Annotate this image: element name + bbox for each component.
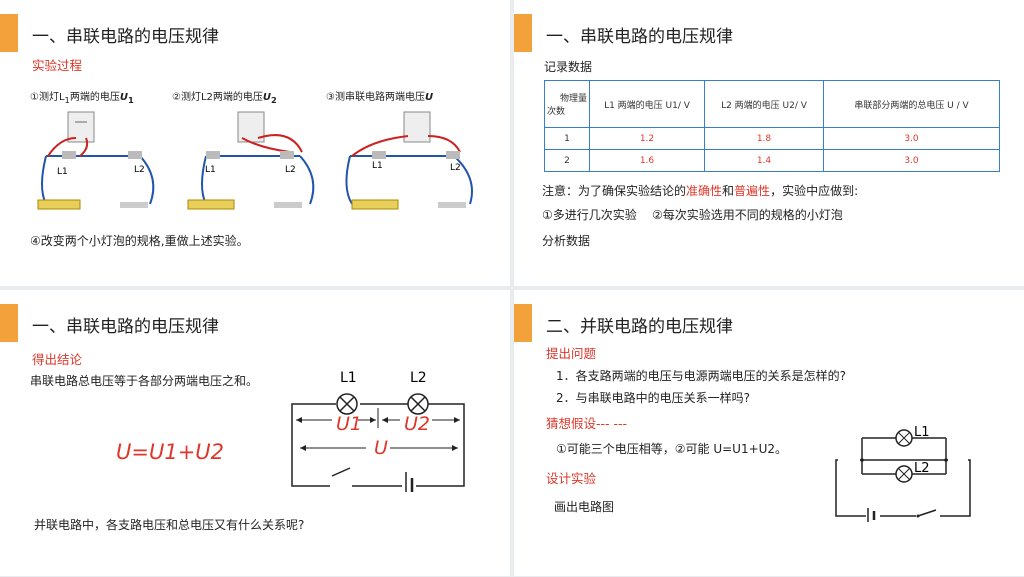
accent-bar [514, 14, 532, 52]
battery-icon [351, 199, 399, 210]
question-2: 2．与串联电路中的电压关系一样吗? [556, 391, 751, 405]
question-text: 并联电路中，各支路电压和总电压又有什么关系呢? [34, 518, 305, 532]
switch-icon [917, 509, 937, 517]
step-3: ③测串联电路两端电压U [326, 92, 434, 103]
lamp-label: L2 [450, 163, 461, 173]
battery-icon [187, 199, 235, 210]
table-header: L1 两端的电压 U1/ V [589, 80, 705, 128]
section-label: 猜想假设--- --- [546, 416, 628, 431]
step-2: ②测灯L2两端的电压U2 [172, 92, 277, 105]
voltage-label: U1 [336, 413, 362, 435]
data-table: 物理量次数 L1 两端的电压 U1/ V L2 两端的电压 U2/ V 串联部分… [544, 80, 1000, 172]
lamp-icon [206, 151, 220, 159]
accent-bar [0, 14, 18, 52]
switch-icon [331, 467, 351, 477]
table-header: L2 两端的电压 U2/ V [704, 80, 824, 128]
analyze-label: 分析数据 [542, 234, 591, 248]
slide-title: 二、并联电路的电压规律 [546, 317, 733, 337]
voltmeter-icon [403, 111, 431, 143]
lamp-label: L1 [340, 370, 357, 386]
slide-title: 一、串联电路的电压规律 [32, 27, 219, 47]
voltage-label: U2 [404, 413, 430, 435]
conclusion-text: 串联电路总电压等于各部分两端电压之和。 [30, 374, 259, 388]
lamp-label: L1 [914, 425, 930, 440]
voltage-label: U [374, 437, 388, 459]
step-1: ①测灯L1两端的电压U1 [30, 92, 134, 105]
table-header: 串联部分两端的总电压 U / V [823, 80, 1000, 128]
slide-series-process[interactable]: 一、串联电路的电压规律 实验过程 ①测灯L1两端的电压U1 ②测灯L2两端的电压… [0, 0, 510, 286]
lamp-label: L1 [205, 165, 216, 175]
footer-text: ④改变两个小灯泡的规格,重做上述实验。 [30, 234, 249, 248]
experiment-diagrams: L1 L2 L1 L2 [37, 111, 473, 210]
lamp-icon [446, 151, 460, 159]
lamp-icon [128, 151, 142, 159]
switch-icon [120, 202, 148, 208]
slide-title: 一、串联电路的电压规律 [32, 317, 219, 337]
parallel-circuit-diagram: L1 L2 [835, 425, 971, 522]
switch-icon [274, 202, 302, 208]
slide-title: 一、串联电路的电压规律 [546, 27, 733, 47]
hypothesis-text: ①可能三个电压相等，②可能 U=U1+U2。 [556, 442, 788, 456]
question-1: 1．各支路两端的电压与电源两端电压的关系是怎样的? [556, 369, 847, 383]
lamp-label: L2 [134, 165, 145, 175]
slide-conclusion[interactable]: 一、串联电路的电压规律 得出结论 串联电路总电压等于各部分两端电压之和。 U=U… [0, 290, 510, 576]
lamp-label: L2 [285, 165, 296, 175]
switch-icon [438, 202, 466, 208]
series-circuit-diagram: L1 L2 U1 U2 U [291, 370, 465, 492]
section-label: 得出结论 [32, 352, 83, 367]
slide-parallel[interactable]: 二、并联电路的电压规律 提出问题 1．各支路两端的电压与电源两端电压的关系是怎样… [514, 290, 1024, 576]
circuit-1: L1 L2 [37, 111, 155, 210]
lamp-icon [372, 151, 386, 159]
section-label: 实验过程 [32, 58, 83, 73]
accent-bar [0, 304, 18, 342]
lamp-label: L1 [372, 161, 383, 171]
section-label: 记录数据 [544, 60, 593, 74]
voltmeter-icon [67, 111, 95, 143]
battery-icon [37, 199, 81, 210]
section-label: 提出问题 [546, 346, 597, 361]
lamp-label: L1 [57, 167, 68, 177]
section-label: 设计实验 [546, 471, 597, 486]
lamp-icon [280, 151, 294, 159]
lamp-icon [62, 151, 76, 159]
lamp-label: L2 [914, 461, 930, 476]
circuit-3: L1 L2 [345, 111, 473, 210]
draw-label: 画出电路图 [554, 500, 615, 514]
slide-record-data[interactable]: 一、串联电路的电压规律 记录数据 物理量次数 L1 两端的电压 U1/ V L2… [514, 0, 1024, 286]
lamp-label: L2 [410, 370, 427, 386]
note: 注意：为了确保实验结论的准确性和普遍性，实验中应做到: [542, 184, 859, 198]
equation: U=U1+U2 [116, 440, 225, 464]
table-corner: 物理量次数 [544, 80, 590, 128]
accent-bar [514, 304, 532, 342]
tips: ①多进行几次实验 ②每次实验选用不同的规格的小灯泡 [542, 208, 843, 222]
circuit-2: L1 L2 [187, 111, 315, 210]
